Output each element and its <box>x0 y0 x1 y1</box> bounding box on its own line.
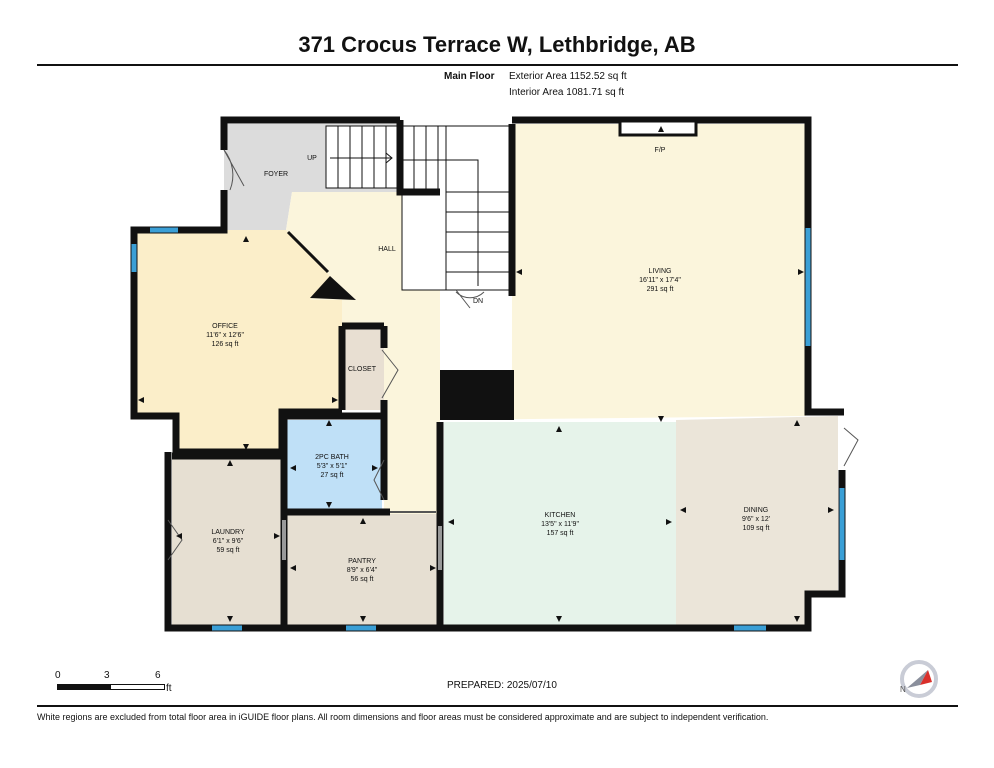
area-pantry: 56 sq ft <box>351 576 374 583</box>
label-office: OFFICE <box>212 323 238 330</box>
kitchen-island-wall <box>440 370 514 420</box>
doors <box>167 149 859 570</box>
page-title: 371 Crocus Terrace W, Lethbridge, AB <box>298 32 696 57</box>
scale-label-max: 6 <box>155 670 161 681</box>
compass-label: N <box>900 685 906 694</box>
area-kitchen: 157 sq ft <box>547 530 574 537</box>
label-living: LIVING <box>649 268 672 275</box>
dims-office: 11'6" x 12'6" <box>206 332 244 339</box>
windows <box>131 227 845 631</box>
room-laundry <box>172 456 282 626</box>
stairs-down <box>401 125 511 291</box>
footer-divider <box>37 705 958 707</box>
label-fp: F/P <box>655 147 666 154</box>
room-dining <box>676 416 838 626</box>
prepared-date: PREPARED: 2025/07/10 <box>447 680 557 691</box>
dims-bath: 5'3" x 5'1" <box>317 463 348 470</box>
label-closet: CLOSET <box>348 366 377 373</box>
interior-area: Interior Area 1081.71 sq ft <box>509 87 625 98</box>
label-dining: DINING <box>744 507 769 514</box>
floor-name: Main Floor <box>444 71 495 82</box>
area-living: 291 sq ft <box>647 286 674 293</box>
label-hall: HALL <box>378 246 396 253</box>
label-pantry: PANTRY <box>348 558 376 565</box>
fireplace <box>618 119 698 137</box>
exterior-area: Exterior Area 1152.52 sq ft <box>509 71 627 82</box>
scale-bar <box>57 684 165 690</box>
disclaimer-text: White regions are excluded from total fl… <box>37 712 769 722</box>
room-living <box>440 124 806 420</box>
area-bath: 27 sq ft <box>321 472 344 479</box>
scale-unit: ft <box>166 683 172 694</box>
scale-label-mid: 3 <box>104 670 110 681</box>
partition-office-hall <box>286 230 330 274</box>
compass-icon: N <box>900 660 938 698</box>
label-laundry: LAUNDRY <box>211 529 245 536</box>
dims-dining: 9'6" x 12' <box>742 516 770 523</box>
room-office <box>134 230 342 452</box>
label-kitchen: KITCHEN <box>545 512 576 519</box>
label-up: UP <box>307 155 317 162</box>
label-bath: 2PC BATH <box>315 454 349 461</box>
label-foyer: FOYER <box>264 171 288 178</box>
scale-label-zero: 0 <box>55 670 61 681</box>
dims-kitchen: 13'5" x 11'9" <box>541 521 579 528</box>
dims-laundry: 6'1" x 9'6" <box>213 538 244 545</box>
area-laundry: 59 sq ft <box>217 547 240 554</box>
dims-living: 16'11" x 17'4" <box>639 277 681 284</box>
dims-pantry: 8'9" x 6'4" <box>347 567 378 574</box>
hall-wall-wedge <box>310 276 356 300</box>
header-divider <box>37 64 958 66</box>
room-pantry <box>286 514 440 626</box>
label-dn: DN <box>473 298 483 305</box>
room-closet <box>342 326 384 410</box>
area-office: 126 sq ft <box>212 341 239 348</box>
stairs-up <box>325 125 399 189</box>
area-dining: 109 sq ft <box>743 525 770 532</box>
room-kitchen <box>444 422 676 626</box>
room-bath <box>286 420 382 510</box>
dimension-arrows <box>138 126 834 622</box>
